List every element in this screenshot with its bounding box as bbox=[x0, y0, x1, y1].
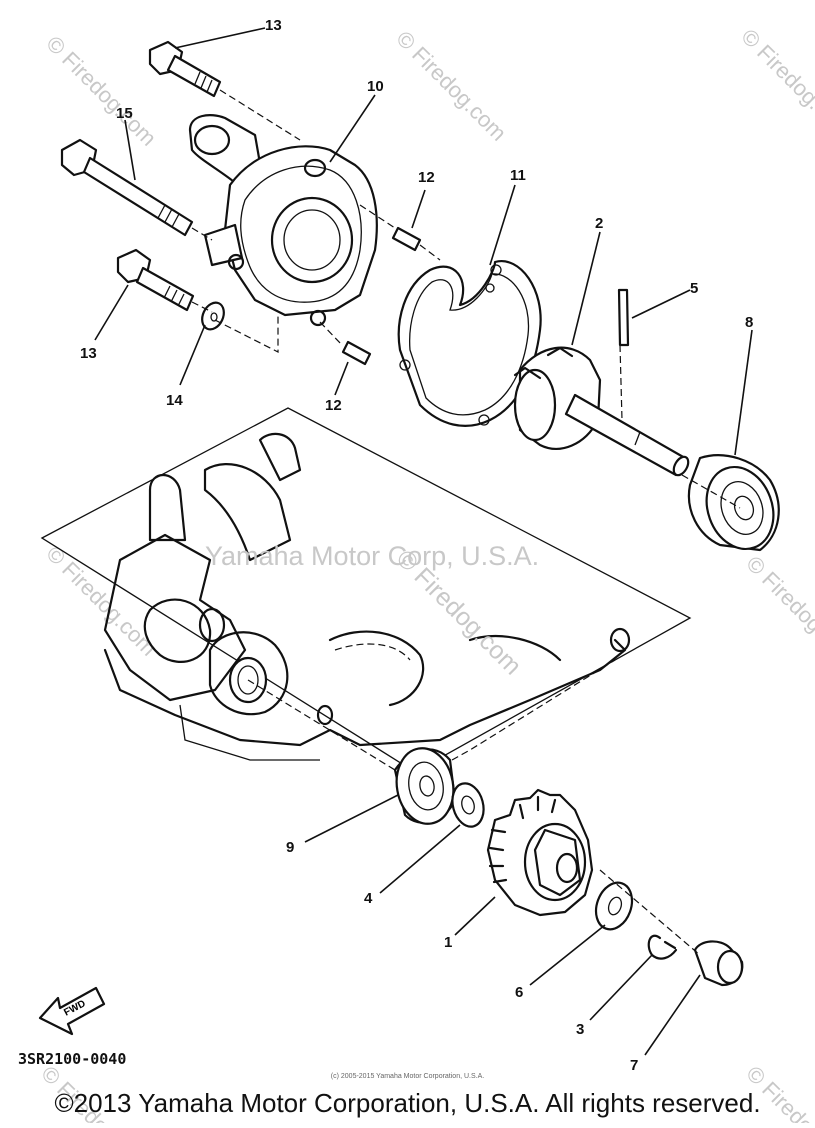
crankcase-cover bbox=[40, 407, 692, 773]
callout-12-upper: 12 bbox=[418, 169, 435, 186]
circlip-3 bbox=[647, 934, 678, 960]
bearing-8 bbox=[687, 454, 780, 552]
diagram-code: 3SR2100-0040 bbox=[18, 1050, 127, 1068]
bolt-13-top bbox=[148, 40, 222, 98]
watermark-tile-5: © Firedog.com bbox=[741, 551, 815, 671]
dowel-pin-12-upper bbox=[391, 226, 422, 252]
pump-housing bbox=[188, 114, 378, 327]
bolt-15-long bbox=[60, 138, 194, 237]
washer-4 bbox=[451, 782, 485, 828]
watermark-tile-1: © Firedog.com bbox=[41, 31, 161, 151]
gasket-11 bbox=[397, 260, 542, 427]
callout-12-lower: 12 bbox=[325, 397, 342, 414]
pin-5 bbox=[617, 288, 630, 347]
callout-10: 10 bbox=[367, 78, 384, 95]
callout-9: 9 bbox=[286, 839, 294, 856]
impeller-shaft-2 bbox=[513, 346, 690, 477]
alignment-lines bbox=[191, 89, 741, 956]
callout-4: 4 bbox=[364, 890, 373, 907]
watermark-tile-4: © Firedog.com bbox=[41, 541, 161, 661]
callout-7: 7 bbox=[630, 1057, 638, 1074]
small-copyright: (c) 2005-2015 Yamaha Motor Corporation, … bbox=[330, 1073, 485, 1080]
callout-3: 3 bbox=[576, 1021, 584, 1038]
callout-13-lower: 13 bbox=[80, 345, 97, 362]
washer-14 bbox=[201, 301, 225, 331]
bearing-9 bbox=[393, 747, 457, 825]
callout-6: 6 bbox=[515, 984, 523, 1001]
watermark-brand: Yamaha Motor Corp, U.S.A. bbox=[205, 541, 539, 571]
callout-14: 14 bbox=[166, 392, 183, 409]
collar-7 bbox=[693, 940, 744, 987]
washer-6 bbox=[594, 881, 634, 931]
callout-13-top: 13 bbox=[265, 17, 282, 34]
fwd-arrow: FWD bbox=[38, 986, 106, 1036]
leader-lines bbox=[94, 27, 753, 1056]
callout-5: 5 bbox=[690, 280, 698, 297]
bolt-13-lower bbox=[116, 248, 195, 312]
callout-8: 8 bbox=[745, 314, 753, 331]
watermark-tile-2: © Firedog.com bbox=[391, 26, 511, 146]
callout-2: 2 bbox=[595, 215, 603, 232]
callout-15: 15 bbox=[116, 105, 133, 122]
gear-1 bbox=[486, 788, 594, 917]
callout-labels: 13 10 15 12 11 2 5 8 13 14 12 9 4 1 6 3 … bbox=[80, 17, 753, 1074]
watermark-tile-3: © Firedog.com bbox=[736, 24, 815, 144]
callout-11: 11 bbox=[510, 167, 526, 184]
footer-copyright: ©2013 Yamaha Motor Corporation, U.S.A. A… bbox=[54, 1088, 761, 1118]
dowel-pin-12-lower bbox=[341, 340, 372, 366]
callout-1: 1 bbox=[444, 934, 452, 951]
